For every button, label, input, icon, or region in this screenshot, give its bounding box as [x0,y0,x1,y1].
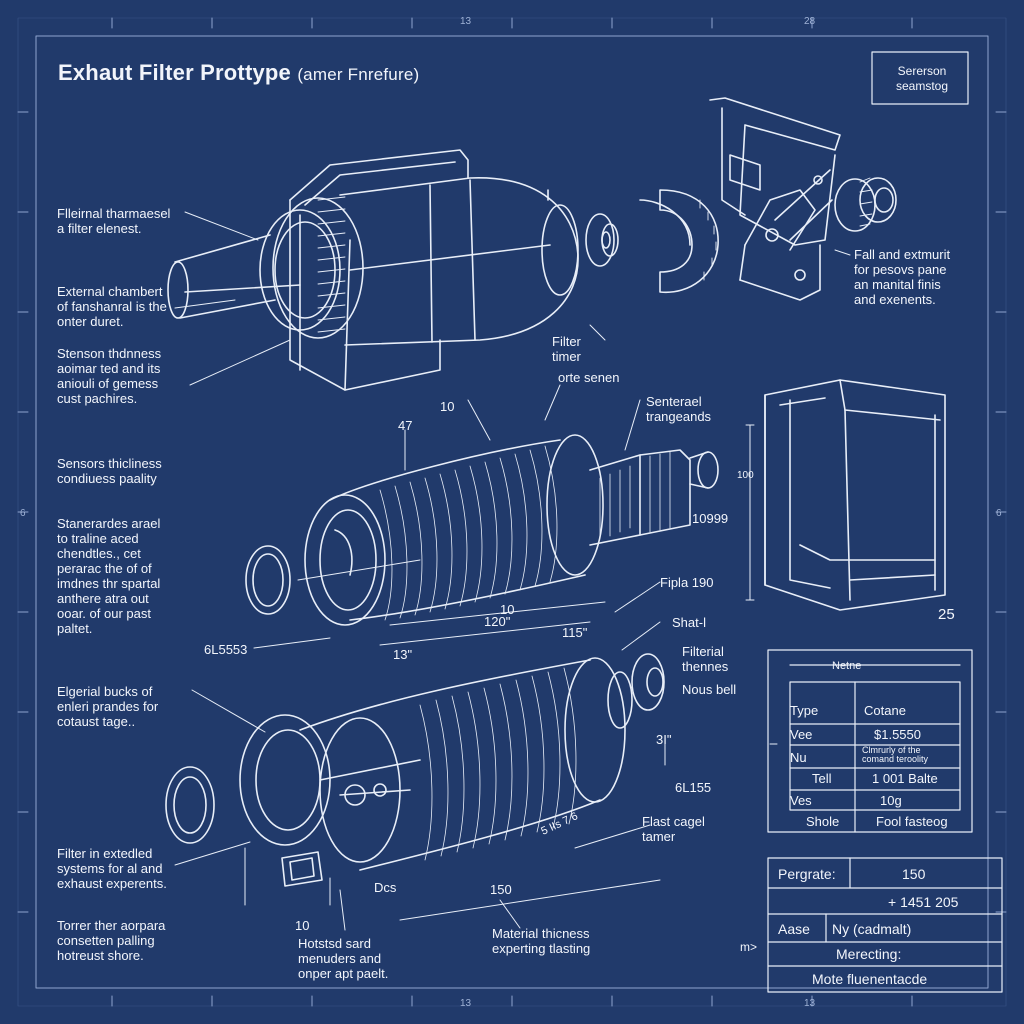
dim-10a: 10 [440,399,455,414]
top-filter-assembly [167,97,897,391]
edge-mark-bottom-2: 13 [804,998,816,1009]
note-bracket: Fall and extmurit for pesovs pane an man… [854,247,951,307]
edge-mark-top-2: 28 [804,16,816,27]
corner-box-outline [871,51,969,105]
edge-ticks [17,17,1007,1007]
spec-row-key: Tell [812,771,832,786]
dim-120: 120" [484,614,511,629]
note-nous: Nous bell [682,682,737,697]
note-thermal-filter: Flleirnal tharmaesel a filter elenest. [57,206,171,236]
housing-box [764,379,946,611]
note-tower: Torrer ther aorpara consetten palling ho… [57,918,166,963]
note-flast: Flast cagel tamer [642,814,705,844]
dim-115: 115" [562,625,588,640]
bottom-table-r3-key: Aase [778,921,810,937]
note-filterial: Filterial thennes [682,644,729,674]
title-sub: (amer Fnrefure) [297,65,420,84]
dim-dcs: Dcs [374,880,397,895]
corner-box-label: Sererson seamstog [895,64,949,93]
spec-row-value: 1 001 Balte [872,771,938,786]
edge-mark-right: 6 [996,508,1002,519]
note-senterael: Senterael trangeands [646,394,712,424]
spec-row-key: Nu [790,750,807,765]
dim-47: 47 [398,418,413,433]
bottom-table-r3-value: Ny (cadmalt) [832,921,912,937]
dimension-lines [244,424,778,921]
note-material: Material thicness experting tlasting [492,926,591,956]
spec-row-value: $1.5550 [874,727,921,742]
dim-31: 3I" [656,732,672,747]
edge-mark-top-1: 13 [460,16,472,27]
spec-row-value: Cotane [864,703,906,718]
dim-25: 25 [938,606,955,623]
bottom-table-r2-value: + 1451 205 [888,894,959,910]
dim-13: 13" [393,647,413,662]
note-filter-timer: Filter timer [552,334,581,364]
note-fipla: Fipla 190 [660,575,714,590]
spec-row-key: Ves [790,793,812,808]
spec-row-key: Shole [806,814,840,829]
bottom-table-r5: Mote fluenentacde [812,971,928,987]
spec-row-value: Fool fasteog [876,814,948,829]
note-sensor-thickness: Stenson thdnness aoimar ted and its anio… [57,346,162,406]
edge-mark-left: 6 [20,508,26,519]
note-orte-senen: orte senen [558,370,620,385]
note-hotstosd: Hotstsd sard menuders and onper apt pael… [298,936,389,981]
title-main: Exhaut Filter Prottype [58,60,291,85]
bottom-table-lines [767,857,1003,993]
dim-100: 100 [737,470,754,481]
dim-10c: 10 [295,918,310,933]
spec-row-key: Type [790,703,819,718]
note-external-bucks: Elgerial bucks of enleri prandes for cot… [57,684,159,729]
note-standards: Stanerardes arael to traline aced chendt… [57,516,161,636]
edge-mark-bottom-1: 13 [460,998,472,1009]
spec-table-header: Netne [832,660,862,672]
spec-row-value: 10g [880,793,902,808]
middle-filter-assembly [245,434,719,626]
bottom-table-r4: Merecting: [836,946,902,962]
dim-6l155: 6L155 [675,780,712,795]
spec-table-lines [767,649,973,833]
spec-row-key: Vee [790,727,813,742]
dim-6l5553: 6L5553 [204,642,248,657]
dim-m: m> [740,940,758,954]
bottom-table-r1-key: Pergrate: [778,866,836,882]
dim-10999: 10999 [692,511,729,526]
note-external-chamber: External chambert of fanshanral is the o… [57,284,167,329]
note-filter-systems: Filter in extedled systems for al and ex… [57,846,167,891]
note-sensors-quality: Sensors thicliness condiuess paality [57,456,162,486]
note-shatl: Shat-l [672,615,706,630]
dim-150: 150 [490,882,512,897]
spec-row-value: Clmrurly of the comand teroolity [862,745,929,764]
bottom-filter-assembly [165,653,665,887]
page-title: Exhaut Filter Prottype (amer Fnrefure) [58,60,419,86]
dim-10b: 10 [500,602,515,617]
leader-lines [174,211,851,931]
bottom-table-r1-value: 150 [902,866,926,882]
